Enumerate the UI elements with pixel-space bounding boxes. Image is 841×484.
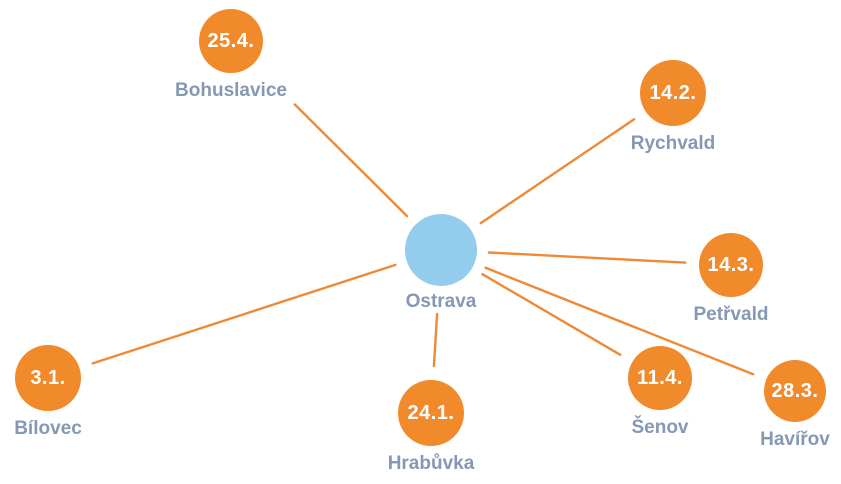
date-bubble[interactable]: 14.3.	[699, 233, 763, 297]
city-label: Bílovec	[14, 418, 82, 439]
date-label: 14.3.	[707, 253, 755, 276]
edge-line	[293, 103, 409, 218]
city-label: Rychvald	[630, 133, 716, 154]
node-ostrava-center[interactable]: Ostrava	[371, 214, 511, 313]
node-bilovec[interactable]: 3.1. Bílovec	[0, 345, 118, 440]
date-bubble[interactable]: 11.4.	[628, 346, 692, 410]
date-bubble[interactable]: 14.2.	[640, 60, 706, 126]
city-label: Šenov	[631, 417, 689, 438]
edge-line	[487, 251, 687, 264]
node-hrabuvka[interactable]: 24.1. Hrabůvka	[361, 380, 501, 475]
edge-line	[484, 266, 755, 376]
edge-line	[479, 118, 636, 225]
date-label: 14.2.	[649, 81, 697, 104]
date-bubble[interactable]: 25.4.	[199, 9, 263, 73]
node-rychvald[interactable]: 14.2. Rychvald	[603, 60, 743, 155]
date-label: 11.4.	[637, 366, 683, 389]
edge-line	[432, 312, 439, 368]
date-bubble[interactable]: 28.3.	[764, 360, 826, 422]
date-label: 28.3.	[771, 379, 819, 402]
date-bubble[interactable]: 3.1.	[15, 345, 81, 411]
edge-line	[481, 273, 622, 356]
date-bubble[interactable]: 24.1.	[398, 380, 464, 446]
date-label: 24.1.	[407, 401, 455, 424]
center-label: Ostrava	[405, 291, 477, 312]
date-label: 3.1.	[30, 366, 66, 389]
city-label: Bohuslavice	[175, 80, 287, 101]
center-bubble[interactable]	[405, 214, 477, 286]
node-petrvald[interactable]: 14.3. Petřvald	[661, 233, 801, 326]
date-label: 25.4.	[207, 29, 255, 52]
city-label: Hrabůvka	[387, 453, 475, 474]
edge-line	[91, 263, 397, 365]
node-bohuslavice[interactable]: 25.4. Bohuslavice	[161, 9, 301, 102]
city-label: Petřvald	[693, 304, 769, 325]
city-label: Havířov	[760, 429, 830, 450]
node-senov[interactable]: 11.4. Šenov	[590, 346, 730, 439]
node-havirov[interactable]: 28.3. Havířov	[725, 360, 841, 451]
